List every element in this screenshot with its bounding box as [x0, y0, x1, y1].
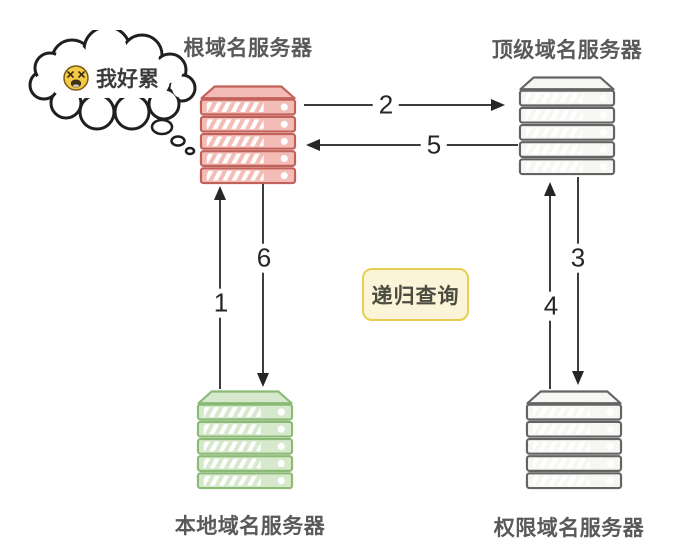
thought-text: 我好累: [96, 67, 159, 91]
arrow-1-head-up-icon: [214, 186, 226, 200]
tld-server-label: 顶级域名服务器: [491, 39, 643, 62]
arrow-5-head-left-icon: [306, 139, 320, 151]
recursive-query-note-label: 递归查询: [371, 284, 460, 308]
thought-bubble: 我好累: [28, 30, 197, 156]
arrow-6-number: 6: [250, 244, 278, 273]
arrow-1-number: 1: [207, 289, 235, 318]
arrow-4-number: 4: [537, 292, 565, 321]
authoritative-dns-server-icon: [525, 389, 623, 491]
arrow-3-head-down-icon: [572, 371, 584, 385]
recursive-query-note: 递归查询: [362, 268, 469, 321]
arrow-3-number: 3: [564, 244, 592, 273]
tld-dns-server-icon: [518, 75, 616, 177]
arrow-6-head-down-icon: [257, 373, 269, 387]
arrow-6-line: [262, 184, 264, 376]
arrow-3-line: [577, 177, 579, 374]
root-server-label: 根域名服务器: [183, 37, 313, 60]
arrow-2-head-right-icon: [491, 99, 505, 111]
arrow-5-number: 5: [420, 131, 448, 160]
local-dns-server-icon: [196, 389, 294, 491]
weary-face-icon: [63, 65, 89, 91]
authoritative-server-label: 权限域名服务器: [493, 517, 645, 540]
root-dns-server-icon: [199, 84, 297, 186]
arrow-4-head-up-icon: [544, 182, 556, 196]
thought-trail-dots: [150, 118, 196, 156]
arrow-5-line: [315, 144, 518, 146]
local-server-label: 本地域名服务器: [174, 515, 326, 538]
arrow-2-number: 2: [372, 91, 400, 120]
